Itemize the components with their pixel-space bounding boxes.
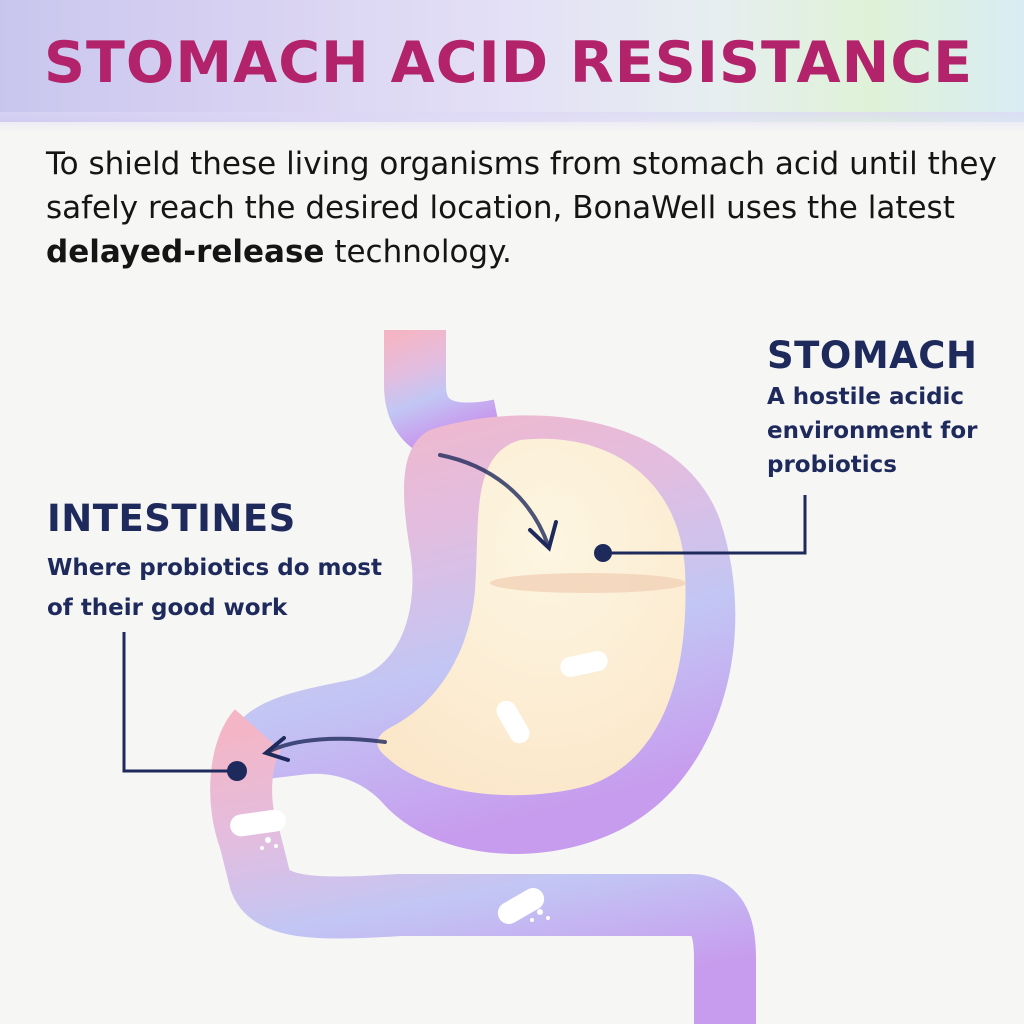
intro-text-end: technology. xyxy=(324,234,512,270)
intestines-connector xyxy=(122,632,247,781)
intestine-arrow-icon xyxy=(261,736,387,762)
header-watercolor-band xyxy=(0,0,1024,132)
intestines-label-title: INTESTINES xyxy=(47,497,296,540)
intro-text: To shield these living organisms from st… xyxy=(46,146,997,226)
stomach-arrow-icon xyxy=(438,453,558,552)
intro-bold: delayed-release xyxy=(46,234,325,270)
stomach-label-description: A hostile acidic environment for probiot… xyxy=(767,384,978,478)
acid-surface xyxy=(490,573,686,593)
page-title: STOMACH ACID RESISTANCE xyxy=(44,30,974,96)
intestines-label-description: Where probiotics do most of their good w… xyxy=(47,555,382,621)
capsule-pills xyxy=(230,651,608,924)
stomach-connector xyxy=(594,495,807,562)
stomach-inner-cavity xyxy=(377,438,686,796)
intro-paragraph: To shield these living organisms from st… xyxy=(46,142,1006,274)
stomach-label-title: STOMACH xyxy=(767,334,978,377)
